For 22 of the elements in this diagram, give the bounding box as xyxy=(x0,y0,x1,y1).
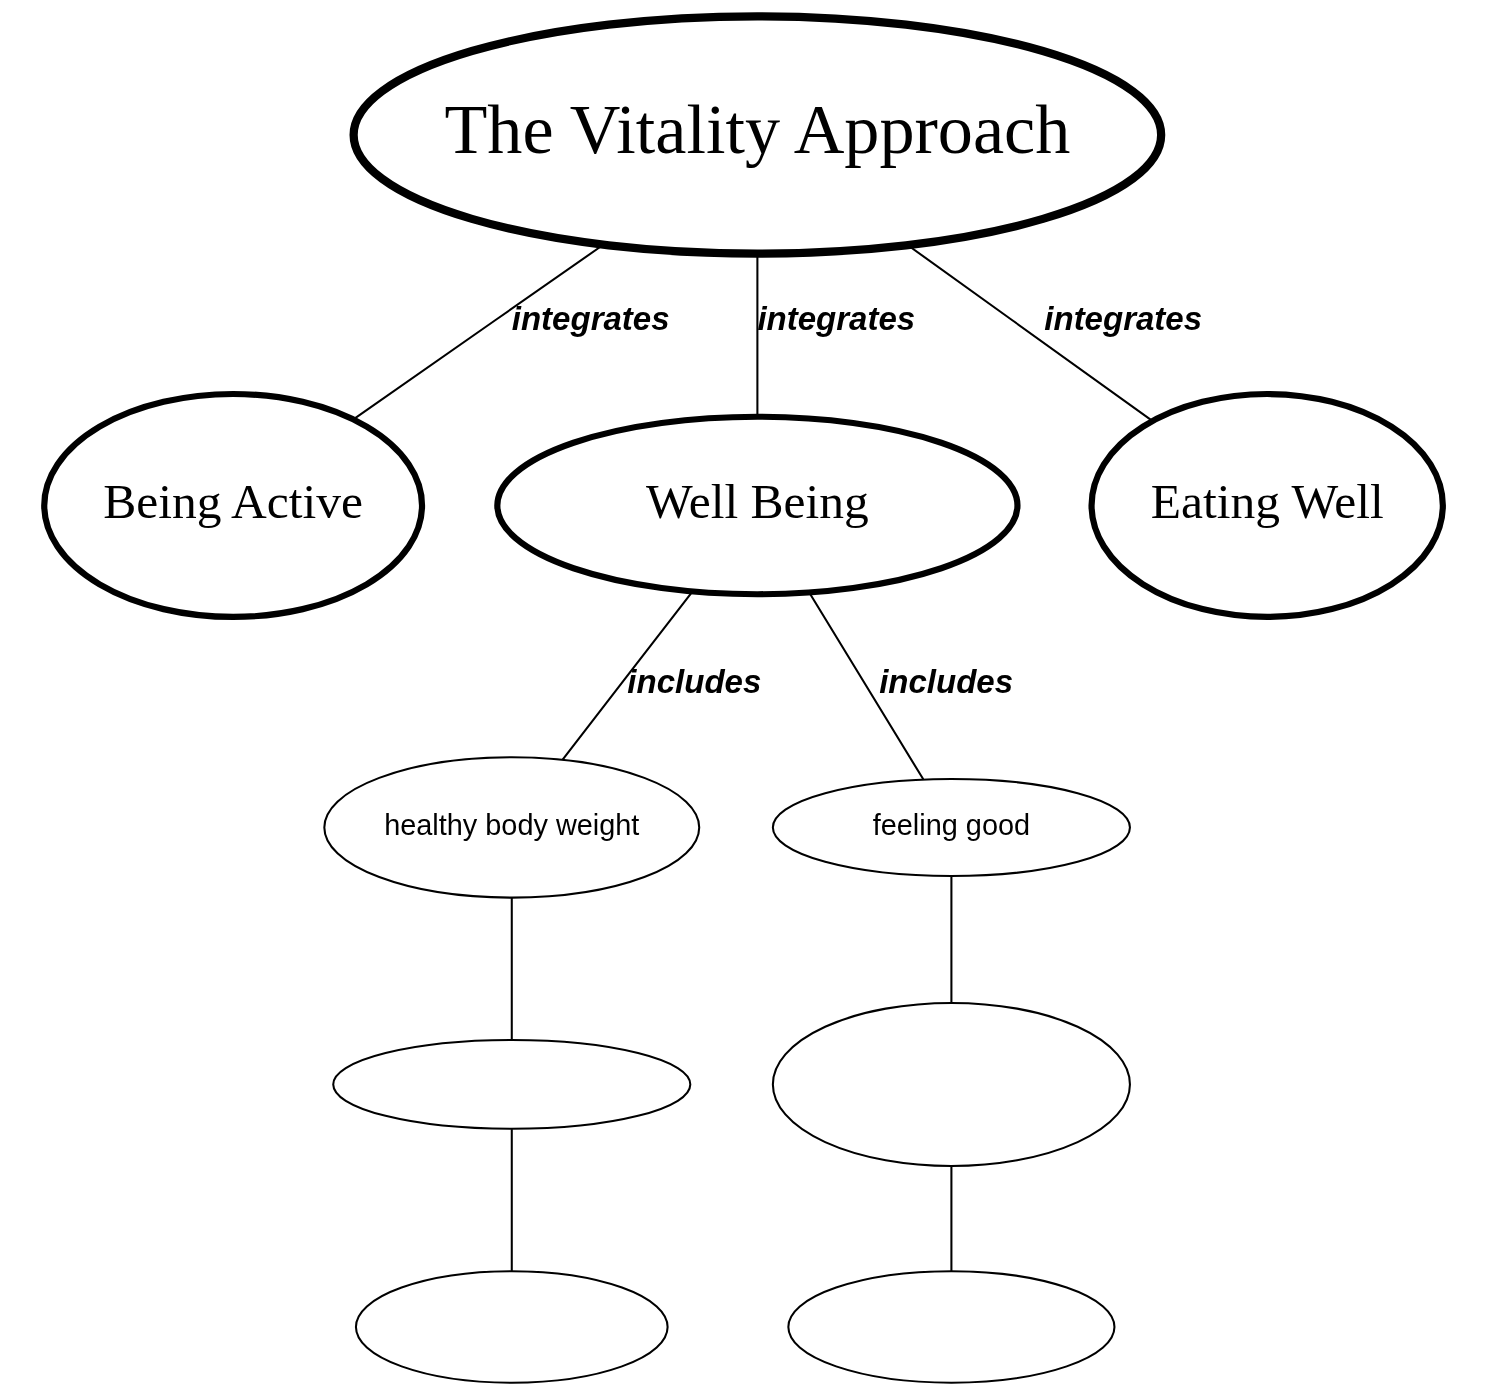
connector xyxy=(561,591,693,761)
connector xyxy=(949,876,952,1003)
node-ellipse xyxy=(771,1001,1131,1167)
edge-label: includes xyxy=(626,662,761,700)
node-ellipse: Well Being xyxy=(493,413,1021,598)
connector xyxy=(949,1166,952,1271)
connector xyxy=(510,1129,513,1271)
connector xyxy=(808,592,924,780)
node-ellipse xyxy=(786,1270,1115,1384)
edge-label: integrates xyxy=(1043,299,1202,337)
connector xyxy=(755,254,758,417)
node-ellipse: healthy body weight xyxy=(322,756,700,899)
connector xyxy=(510,897,513,1040)
edge-label: integrates xyxy=(511,299,670,337)
edge-label: includes xyxy=(878,662,1013,700)
node-ellipse xyxy=(354,1270,669,1384)
node-ellipse: feeling good xyxy=(771,777,1131,877)
edge-label: integrates xyxy=(756,299,915,337)
node-ellipse: Eating Well xyxy=(1087,390,1446,621)
node-ellipse xyxy=(331,1039,691,1130)
node-ellipse: The Vitality Approach xyxy=(349,12,1165,258)
node-ellipse: Being Active xyxy=(40,390,425,621)
